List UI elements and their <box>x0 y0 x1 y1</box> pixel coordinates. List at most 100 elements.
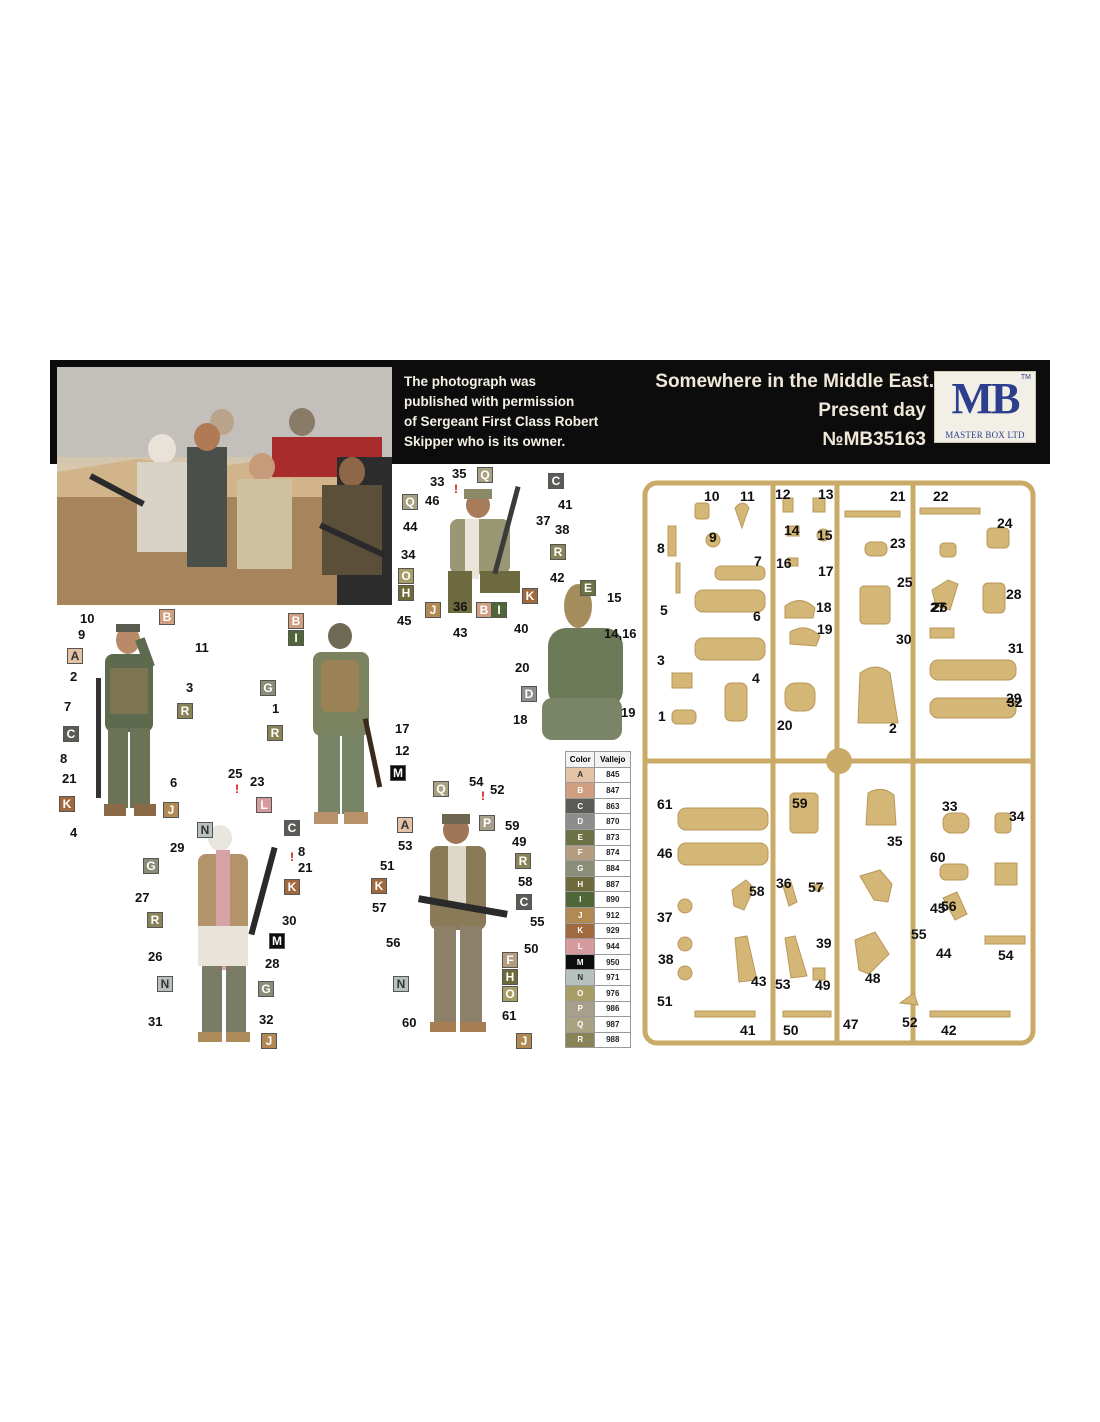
part-number: 25 <box>228 766 243 781</box>
sprue-part-number: 60 <box>930 849 946 865</box>
part-number: 7 <box>64 699 72 714</box>
figure-4-hooded-captive <box>542 584 623 740</box>
color-code-box: R <box>550 544 566 560</box>
part-number: 27 <box>135 890 150 905</box>
part-number: 51 <box>380 858 395 873</box>
color-code-box: B <box>476 602 492 618</box>
legend-vallejo-code: 847 <box>594 782 631 799</box>
color-code-box: Q <box>433 781 449 797</box>
caption-line: of Sergeant First Class Robert <box>404 414 599 429</box>
color-code-box: E <box>580 580 596 596</box>
sprue-part-number: 13 <box>818 486 834 502</box>
sprue-part-number: 40 <box>640 478 656 481</box>
legend-vallejo-code: 912 <box>594 906 631 924</box>
legend-color-swatch: K <box>564 922 596 940</box>
title-line: Somewhere in the Middle East. <box>655 371 934 392</box>
sprue-part-number: 28 <box>1006 586 1022 602</box>
logo-trademark: TM <box>1020 374 1031 381</box>
sprue-part-number: 8 <box>657 540 665 556</box>
color-code-box: R <box>177 703 193 719</box>
sprue-part-number: 14 <box>784 522 800 538</box>
sprue-part-number: 52 <box>902 1014 918 1030</box>
color-code-box: K <box>371 878 387 894</box>
legend-color-swatch: P <box>564 1000 596 1018</box>
sprue-part-number: 43 <box>751 973 767 989</box>
kit-number: №MB35163 <box>822 429 926 450</box>
color-code-box: L <box>256 797 272 813</box>
part-number: 11 <box>195 640 209 655</box>
color-code-box: C <box>548 473 564 489</box>
part-number: 3 <box>186 680 194 695</box>
legend-color-swatch: C <box>564 797 596 815</box>
part-number: 28 <box>265 956 280 971</box>
sprue-part-number: 22 <box>933 488 949 504</box>
part-number: 38 <box>555 522 570 537</box>
part-number: 58 <box>518 874 533 889</box>
part-number: 57 <box>372 900 387 915</box>
part-number: 34 <box>401 547 416 562</box>
sprue-part-number: 34 <box>1009 808 1025 824</box>
sprue-part-number: 41 <box>740 1022 756 1038</box>
color-code-box: J <box>261 1033 277 1049</box>
color-code-box: A <box>67 648 83 664</box>
part-number: 12 <box>395 743 410 758</box>
color-code-box: K <box>59 796 75 812</box>
color-code-box: B <box>159 609 175 625</box>
figure-2-soldier-back <box>313 623 383 824</box>
color-code-box: G <box>143 858 159 874</box>
sprue-part-number: 31 <box>1008 640 1024 656</box>
sprue-part-number: 27 <box>930 599 946 615</box>
kit-title: Somewhere in the Middle East. Present da… <box>655 367 934 454</box>
attention-mark: ! <box>290 850 294 864</box>
legend-color-swatch: O <box>564 984 596 1002</box>
part-number: 23 <box>250 774 265 789</box>
legend-color-swatch: G <box>564 860 596 877</box>
legend-vallejo-code: 890 <box>594 891 631 908</box>
sprue-part-number: 7 <box>754 553 762 569</box>
color-code-box: R <box>147 912 163 928</box>
sprue-part-number: 3 <box>657 652 665 668</box>
sprue-part-number: 25 <box>897 574 913 590</box>
part-number: 53 <box>398 838 413 853</box>
color-code-box: P <box>479 815 495 831</box>
part-number: 15 <box>607 590 622 605</box>
part-number: 26 <box>148 949 163 964</box>
sprue-part-number: 6 <box>753 608 761 624</box>
part-number: 33 <box>430 474 445 489</box>
sprue-part-number: 45 <box>930 900 946 916</box>
legend-color-swatch: I <box>564 891 596 908</box>
legend-color-swatch: A <box>564 766 596 784</box>
part-number: 50 <box>524 941 539 956</box>
part-number: 49 <box>512 834 527 849</box>
sprue-part-number: 38 <box>658 951 674 967</box>
attention-mark: ! <box>481 789 485 803</box>
legend-vallejo-code: 874 <box>594 844 631 862</box>
part-number: 54 <box>469 774 484 789</box>
sprue-part-number: 24 <box>997 515 1013 531</box>
part-number: 29 <box>170 840 185 855</box>
part-number: 52 <box>490 782 505 797</box>
sprue-part-number: 1 <box>658 708 666 724</box>
sprue-part-number: 2 <box>889 720 897 736</box>
part-number: 9 <box>78 627 86 642</box>
figure-6-fighter-rifle <box>417 814 508 1032</box>
title-line: Present day <box>818 400 926 421</box>
photo-permission-caption: The photograph was published with permis… <box>404 372 619 452</box>
sprue-part-number: 19 <box>817 621 833 637</box>
part-number: 46 <box>425 493 440 508</box>
part-number: 32 <box>259 1012 274 1027</box>
sprue-part-number: 47 <box>843 1016 859 1032</box>
sprue-part-number: 54 <box>998 947 1014 963</box>
logo-company: MASTER BOX LTD <box>945 430 1025 440</box>
legend-vallejo-code: 887 <box>594 875 631 893</box>
sprue-part-number: 49 <box>815 977 831 993</box>
part-number: 18 <box>513 712 528 727</box>
sprue-part-number: 46 <box>657 845 673 861</box>
soldiers-photograph <box>57 367 392 605</box>
